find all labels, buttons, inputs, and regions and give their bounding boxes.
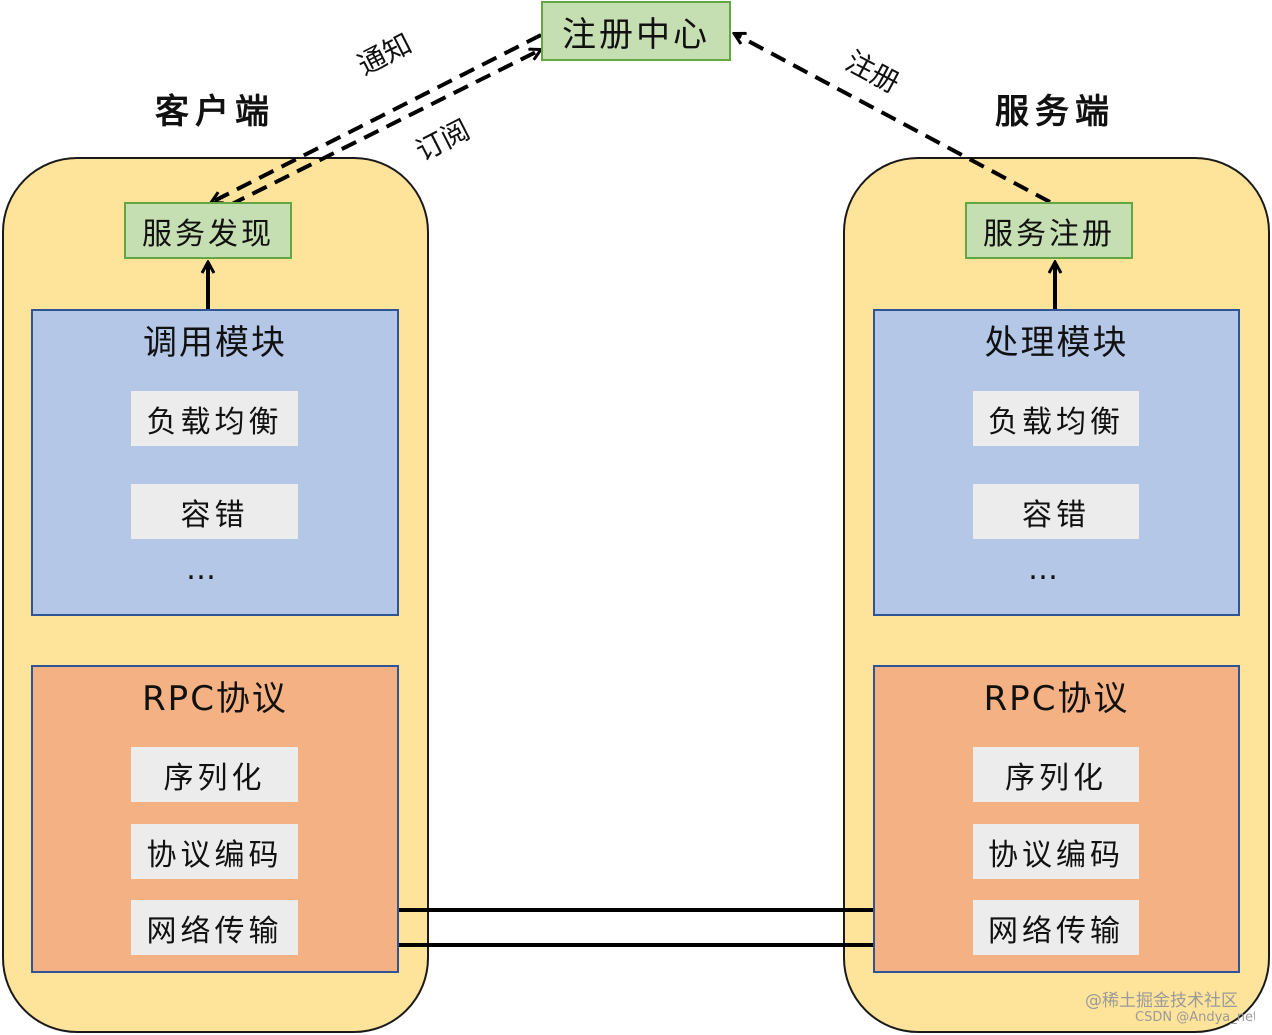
client-rpc-protocol-title: RPC协议 xyxy=(142,678,288,719)
client-load-balancing: 负载均衡 xyxy=(131,391,298,446)
server-service-registration: 服务注册 xyxy=(965,202,1133,259)
server-rpc-protocol-title: RPC协议 xyxy=(983,678,1130,719)
client-invocation-module xyxy=(31,309,399,616)
server-load-balancing: 负载均衡 xyxy=(973,391,1139,446)
notify-edge xyxy=(212,33,542,202)
watermark-csdn: CSDN @Andya_net xyxy=(1135,1010,1255,1025)
server-module-ellipsis: … xyxy=(1028,552,1058,587)
server-processing-module-title: 处理模块 xyxy=(984,322,1129,363)
client-protocol-encoding: 协议编码 xyxy=(131,824,298,879)
registry-center: 注册中心 xyxy=(541,1,731,61)
client-title: 客户端 xyxy=(155,91,275,132)
client-network-transport: 网络传输 xyxy=(131,900,298,955)
client-invocation-module-title: 调用模块 xyxy=(143,322,287,363)
server-title: 服务端 xyxy=(995,91,1115,132)
client-service-discovery: 服务发现 xyxy=(124,202,292,259)
register-edge xyxy=(735,34,1051,204)
client-module-ellipsis: … xyxy=(186,552,216,587)
client-serialization: 序列化 xyxy=(131,747,298,802)
client-fault-tolerance: 容错 xyxy=(131,484,298,539)
subscribe-edge xyxy=(229,50,540,207)
server-processing-module xyxy=(873,309,1240,616)
server-protocol-encoding: 协议编码 xyxy=(973,824,1139,879)
server-serialization: 序列化 xyxy=(973,747,1139,802)
watermark-community: @稀土掘金技术社区 xyxy=(1085,991,1238,1011)
server-network-transport: 网络传输 xyxy=(973,900,1139,955)
server-fault-tolerance: 容错 xyxy=(973,484,1139,539)
